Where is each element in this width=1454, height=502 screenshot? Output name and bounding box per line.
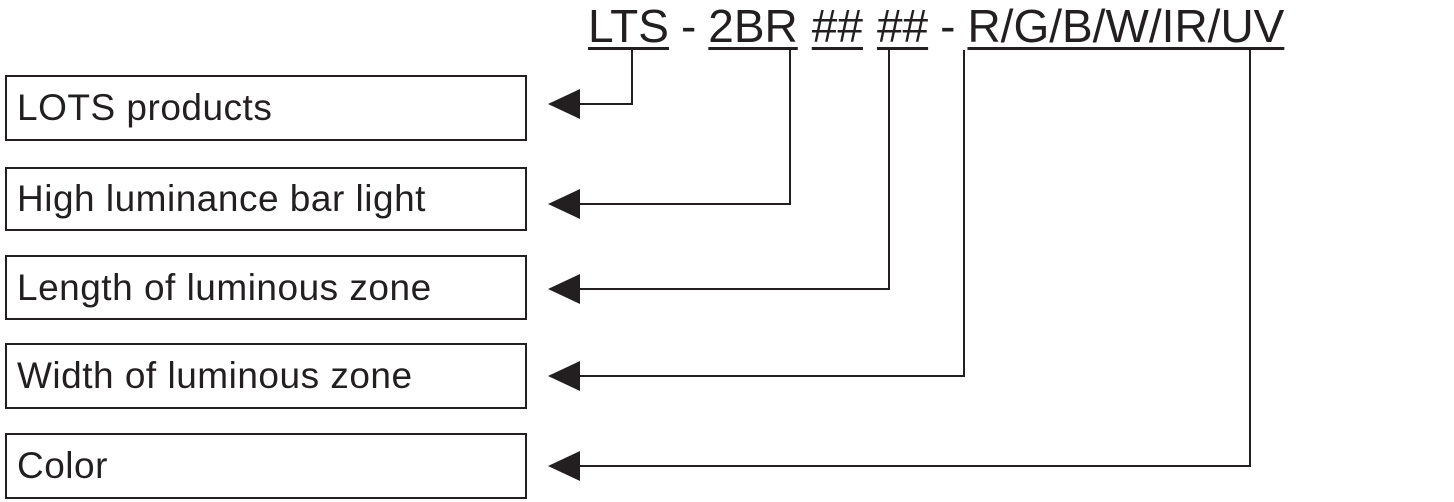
label-lots-products: LOTS products (5, 75, 527, 141)
code-separator-1: - (680, 0, 697, 52)
label-width: Width of luminous zone (5, 343, 527, 409)
label-text: LOTS products (17, 87, 273, 128)
connector-prefix (578, 50, 633, 105)
label-text: Length of luminous zone (17, 266, 432, 308)
code-color: R/G/B/W/IR/UV (967, 0, 1285, 52)
arrow-color (548, 451, 580, 481)
label-text: High luminance bar light (17, 178, 426, 219)
model-code: LTS-2BR####-R/G/B/W/IR/UV (588, 0, 1284, 52)
code-series: 2BR (708, 0, 798, 52)
connector-series (578, 50, 791, 205)
connector-width (578, 50, 965, 377)
code-width: ## (876, 0, 929, 52)
arrow-width (548, 361, 580, 391)
connector-color (578, 50, 1251, 467)
code-separator-2: - (940, 0, 956, 52)
code-length: ## (811, 0, 863, 52)
label-bar-light: High luminance bar light (5, 167, 527, 231)
label-color: Color (5, 433, 527, 499)
label-text: Width of luminous zone (17, 355, 413, 396)
connector-length (578, 50, 890, 290)
arrow-series (548, 189, 580, 219)
arrow-prefix (548, 89, 580, 119)
code-prefix: LTS (588, 0, 669, 52)
label-length: Length of luminous zone (5, 255, 527, 320)
arrow-length (548, 274, 580, 304)
label-text: Color (17, 445, 108, 486)
